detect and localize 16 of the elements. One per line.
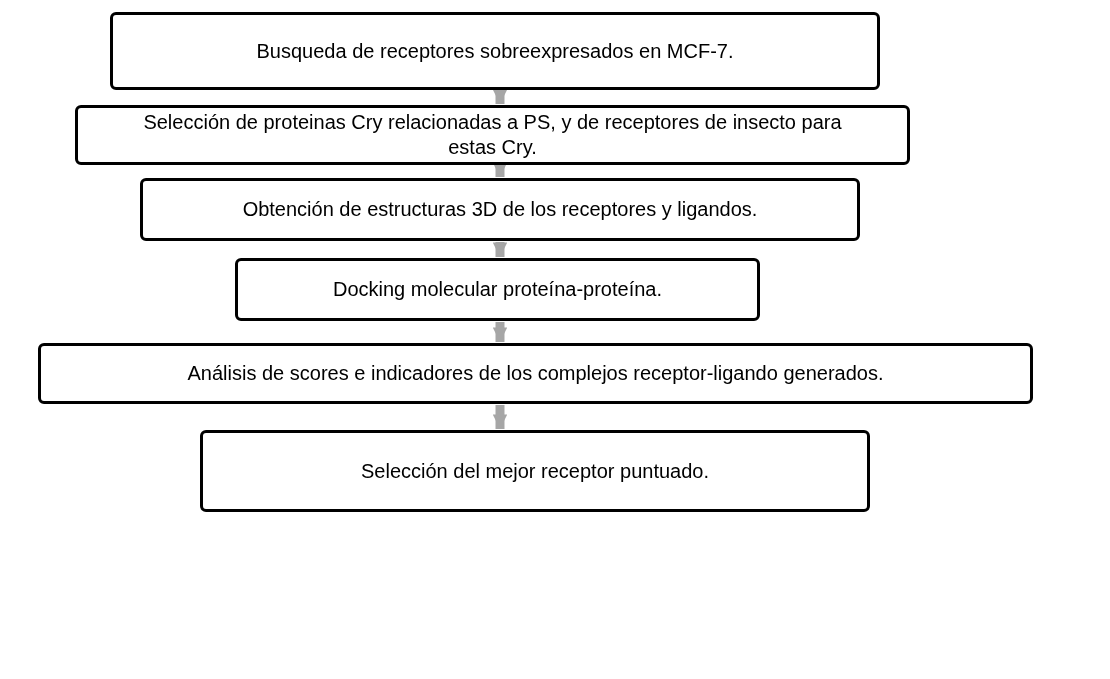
step-text: Análisis de scores e indicadores de los complejos receptor-ligando generados. [187,361,884,386]
process-box [75,105,910,165]
process-box [38,343,1033,404]
step-text: Docking molecular proteína-proteína. [332,277,663,302]
step-text: Selección del mejor receptor puntuado. [361,458,709,484]
arrow [492,242,508,257]
arrow [492,322,508,342]
process-box [110,12,880,90]
process-box [235,258,760,321]
process-box [140,178,860,241]
step-text: Obtención de estructuras 3D de los receptores y ligandos. [242,197,758,222]
process-box [200,430,870,512]
step-text: Busqueda de receptores sobreexpresados en MCF-7. [256,38,734,64]
step-text: Selección de proteinas Cry relacionadas a PS, y de receptores de insecto para estas Cry. [142,110,843,160]
arrow [492,89,508,104]
arrow [492,405,508,429]
